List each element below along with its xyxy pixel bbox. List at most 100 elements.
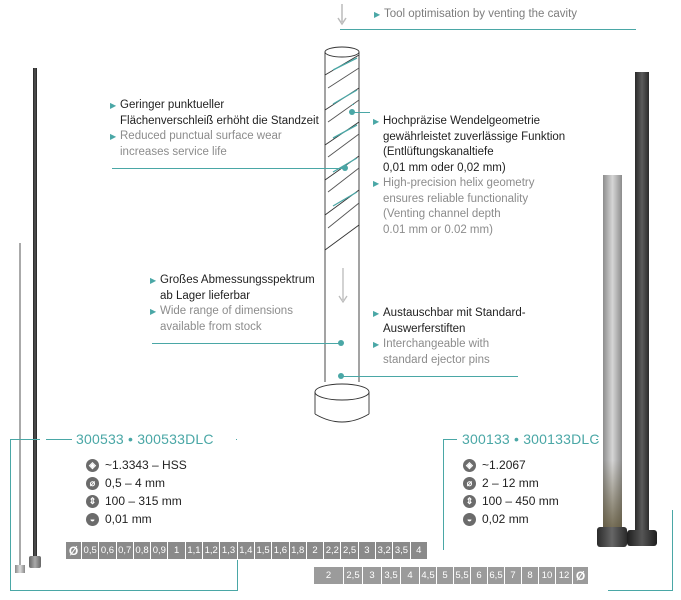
diameter-cell: 0,7 bbox=[116, 542, 134, 559]
diameter-cell: 1,2 bbox=[203, 542, 221, 559]
diameter-symbol-icon: Ø bbox=[573, 567, 589, 584]
pin-arrow-top bbox=[337, 4, 347, 26]
pin-arrow-mid bbox=[338, 268, 348, 304]
left-frame-bottom bbox=[10, 590, 238, 591]
diameter-cell: 3,5 bbox=[393, 542, 411, 559]
helix-line bbox=[352, 104, 354, 105]
rod-left-large bbox=[33, 68, 37, 558]
arrow-icon: ▶ bbox=[373, 179, 380, 188]
diameter-cell: 4,5 bbox=[420, 567, 437, 584]
arrow-icon: ▶ bbox=[373, 340, 380, 349]
diameter-cell: 0,9 bbox=[151, 542, 169, 559]
right-spec-material: ◈~1.2067 bbox=[463, 456, 526, 474]
left-frame-top-c bbox=[236, 439, 237, 440]
range-dot bbox=[338, 340, 344, 346]
length-icon: ⇕ bbox=[463, 494, 476, 508]
depth-icon: ◒ bbox=[463, 512, 476, 526]
pin-drawing bbox=[314, 4, 370, 423]
right-frame-top-a bbox=[443, 439, 457, 440]
wear-dot bbox=[342, 165, 348, 171]
right-spec-diameter: ⌀2 – 12 mm bbox=[463, 474, 539, 492]
left-product-title: 300533 • 300533DLC bbox=[76, 431, 214, 447]
diameter-icon: ⌀ bbox=[86, 476, 99, 490]
rod-right-large-head bbox=[627, 530, 657, 546]
rod-left-thin-head bbox=[15, 565, 25, 573]
pin-top bbox=[324, 46, 360, 58]
diameter-cell: 4 bbox=[401, 567, 420, 584]
left-spec-length: ⇕100 – 315 mm bbox=[86, 492, 182, 510]
diameter-cell: 5 bbox=[437, 567, 454, 584]
header-callout: ▶ Tool optimisation by venting the cavit… bbox=[374, 7, 578, 23]
pin-head-top bbox=[314, 383, 370, 401]
arrow-icon: ▶ bbox=[374, 10, 381, 19]
pin-helix-2 bbox=[327, 67, 360, 229]
wear-line bbox=[112, 168, 345, 169]
depth-icon: ◒ bbox=[86, 512, 99, 526]
diameter-cell: 3 bbox=[363, 567, 382, 584]
diameter-cell: 3 bbox=[358, 542, 377, 559]
diameter-cell: 1,3 bbox=[220, 542, 238, 559]
diameter-cell: 3,2 bbox=[376, 542, 394, 559]
diameter-cell: 5,5 bbox=[454, 567, 471, 584]
diameter-cell: 6,5 bbox=[488, 567, 505, 584]
helix-line-horizontal bbox=[352, 112, 370, 113]
diameter-cell: 2 bbox=[306, 542, 325, 559]
callout-exchange: ▶Austauschbar mit Standard- Auswerfersti… bbox=[373, 307, 526, 366]
right-product-title: 300133 • 300133DLC bbox=[462, 431, 600, 447]
rod-right-medium-tip bbox=[603, 460, 622, 530]
rod-right-medium bbox=[603, 175, 622, 530]
diameter-cell: 4 bbox=[410, 542, 428, 559]
diameter-cell: 1,6 bbox=[272, 542, 290, 559]
diameter-cell: 0,6 bbox=[99, 542, 117, 559]
diameter-cell: 1,1 bbox=[185, 542, 204, 559]
left-spec-depth: ◒0,01 mm bbox=[86, 510, 152, 528]
left-frame-right bbox=[237, 560, 238, 591]
arrow-icon: ▶ bbox=[150, 276, 157, 285]
pin-helix-1 bbox=[324, 54, 360, 251]
diameter-cell: 1,8 bbox=[289, 542, 307, 559]
right-frame-left bbox=[443, 439, 444, 550]
rod-right-large bbox=[635, 72, 649, 534]
length-icon: ⇕ bbox=[86, 494, 99, 508]
left-frame-top-b bbox=[46, 439, 72, 440]
pin-head-bottom bbox=[314, 413, 370, 423]
right-spec-depth: ◒0,02 mm bbox=[463, 510, 529, 528]
callout-range: ▶Großes Abmessungsspektrum ab Lager lief… bbox=[150, 274, 315, 333]
range-line bbox=[152, 343, 340, 344]
right-frame-top-b bbox=[596, 439, 598, 440]
left-frame-top-a bbox=[10, 439, 40, 440]
diameter-cell: 3,5 bbox=[382, 567, 401, 584]
arrow-icon: ▶ bbox=[373, 117, 380, 126]
diameter-cell: 0,5 bbox=[82, 542, 100, 559]
arrow-icon: ▶ bbox=[110, 132, 117, 141]
callout-helix: ▶Hochpräzise Wendelgeometrie gewährleist… bbox=[373, 115, 566, 236]
arrow-icon: ▶ bbox=[110, 101, 117, 110]
diameter-cell: 10 bbox=[539, 567, 556, 584]
arrow-icon: ▶ bbox=[373, 309, 380, 318]
diameter-cell: 2,5 bbox=[341, 542, 359, 559]
exchange-line bbox=[340, 376, 518, 377]
right-frame-right bbox=[672, 510, 673, 590]
diameter-cell: 8 bbox=[522, 567, 539, 584]
diameter-symbol-icon: Ø bbox=[66, 542, 82, 559]
material-icon: ◈ bbox=[463, 458, 476, 472]
left-spec-diameter: ⌀0,5 – 4 mm bbox=[86, 474, 165, 492]
diameter-cell: 1 bbox=[168, 542, 186, 559]
material-icon: ◈ bbox=[86, 458, 99, 472]
diameter-cell: 6 bbox=[471, 567, 488, 584]
pin-helix-accent bbox=[332, 57, 358, 207]
right-frame-bottom bbox=[608, 590, 673, 591]
diameter-cell: 2 bbox=[314, 567, 344, 584]
diameter-icon: ⌀ bbox=[463, 476, 476, 490]
rod-left-large-head bbox=[29, 556, 41, 568]
header-line bbox=[340, 29, 636, 30]
rod-right-medium-head bbox=[597, 527, 627, 547]
exchange-dot bbox=[338, 373, 344, 379]
callout-wear: ▶Geringer punktueller Flächenverschleiß … bbox=[110, 99, 319, 158]
diameter-cell: 0,8 bbox=[133, 542, 152, 559]
header-text: Tool optimisation by venting the cavity bbox=[384, 8, 578, 20]
right-spec-length: ⇕100 – 450 mm bbox=[463, 492, 559, 510]
diameter-cell: 1,5 bbox=[254, 542, 273, 559]
